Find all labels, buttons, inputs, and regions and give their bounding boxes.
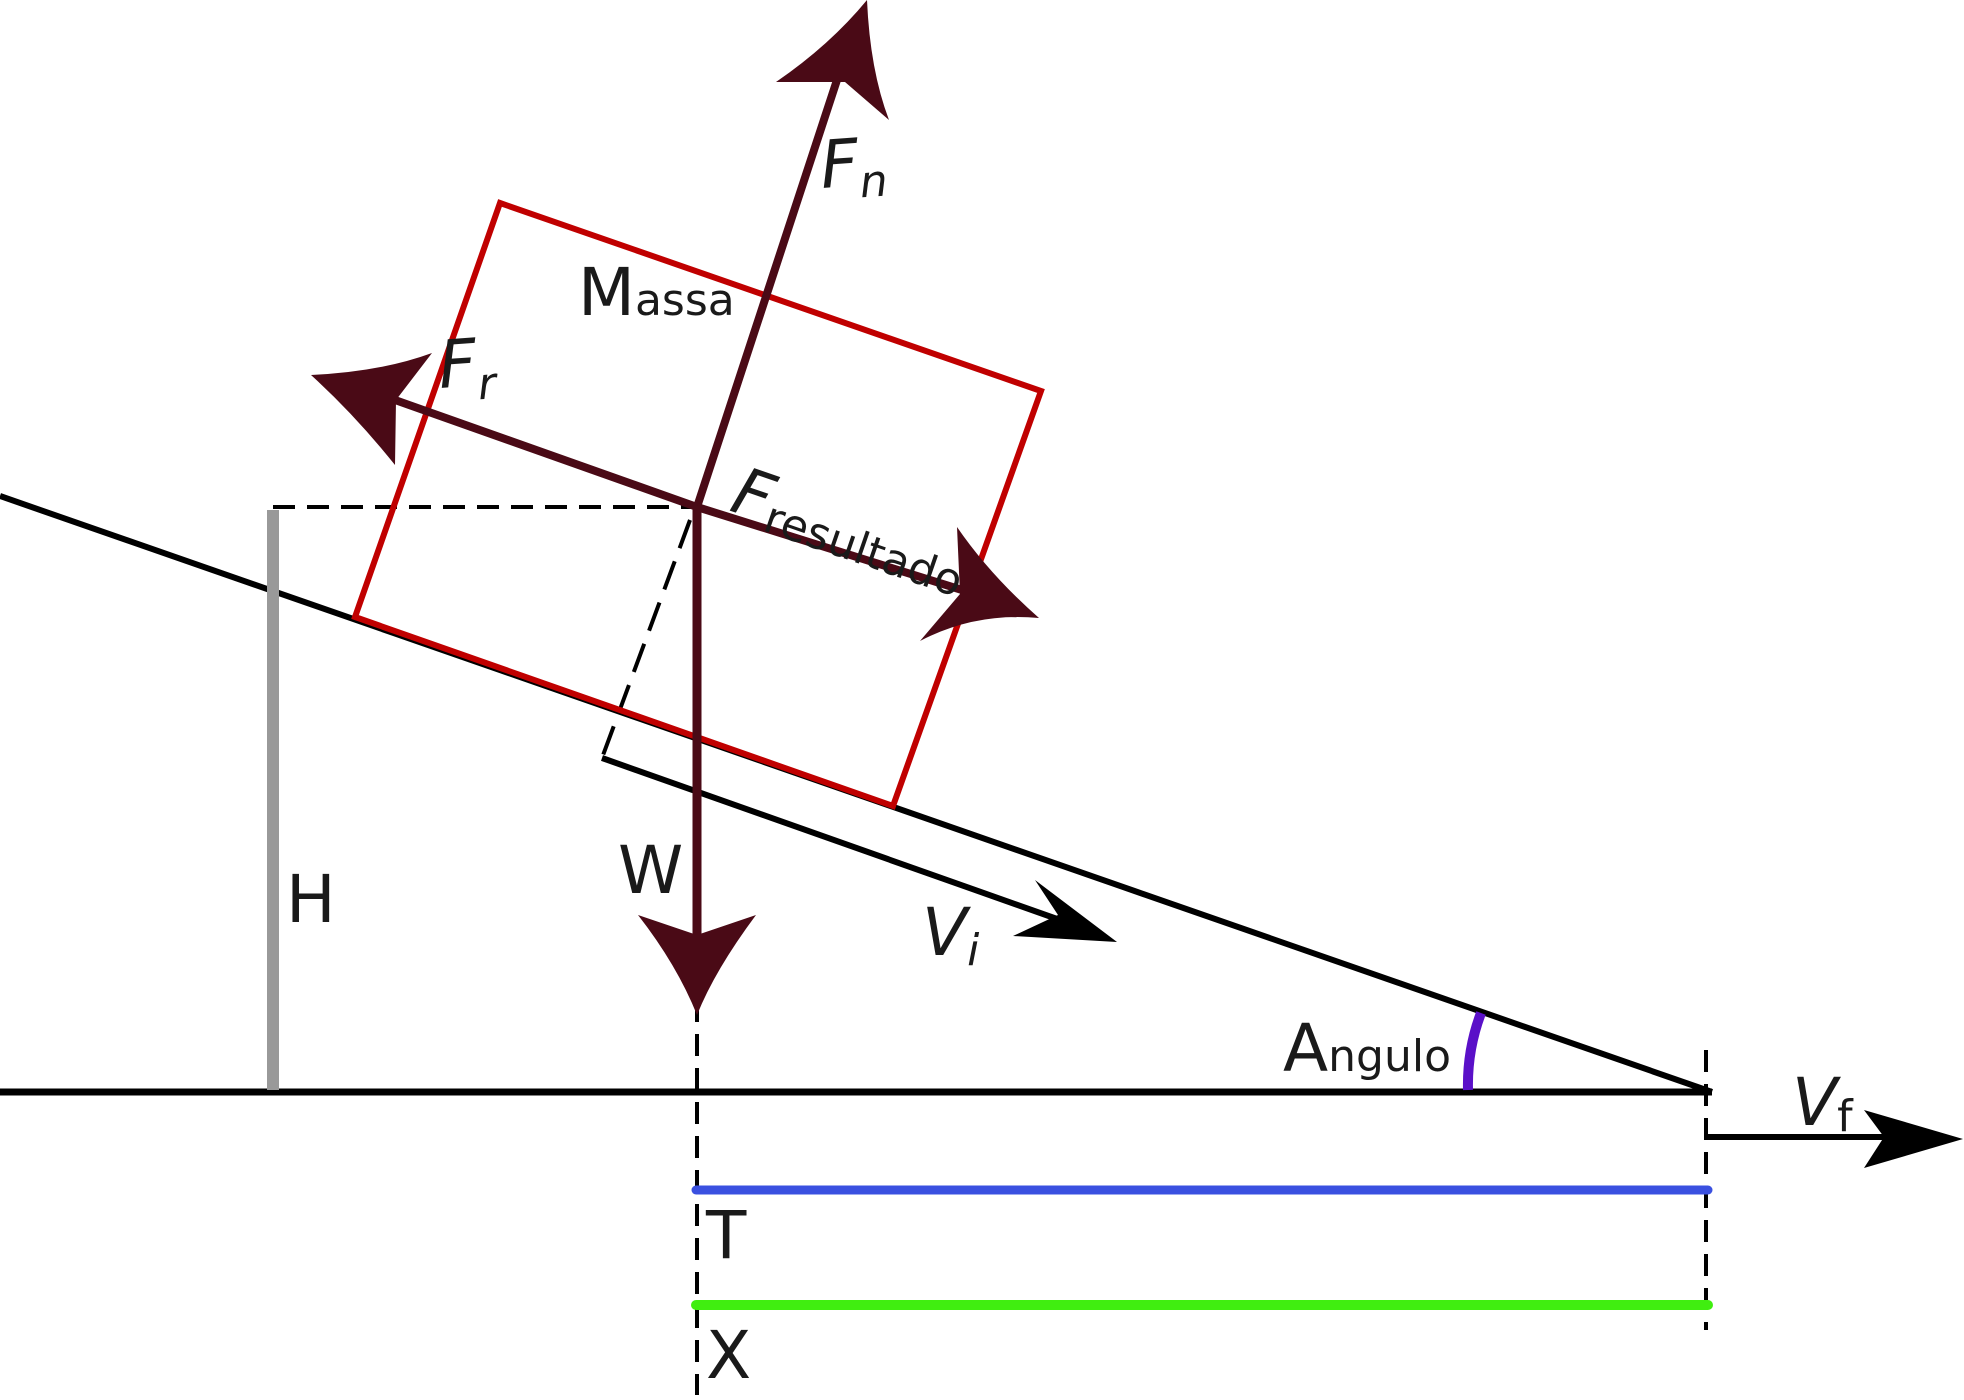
label-massa: Massa	[578, 254, 735, 331]
vf-arrowhead	[1864, 1110, 1963, 1168]
label-x: X	[706, 1317, 751, 1394]
fn-arrowhead	[776, 0, 889, 120]
label-w: W	[618, 832, 683, 909]
label-vi: Vi	[922, 894, 980, 976]
fresultado-arrowhead	[920, 527, 1039, 641]
fr-vector	[393, 396, 699, 511]
label-vf: Vf	[1792, 1064, 1854, 1142]
label-fr: Fr	[436, 323, 501, 413]
angle-arc	[1462, 1011, 1486, 1091]
label-fresultado: Fresultado	[722, 452, 979, 607]
label-h: H	[286, 861, 336, 938]
vi-vector	[600, 755, 1062, 923]
vi-arrowhead	[1013, 880, 1117, 942]
fn-vector	[693, 78, 841, 509]
mass-block	[351, 199, 1045, 810]
label-angulo: Angulo	[1283, 1010, 1451, 1087]
label-t: T	[705, 1197, 747, 1274]
fresultado-vector	[695, 503, 964, 594]
fr-arrowhead	[311, 353, 432, 465]
label-fn: Fn	[818, 123, 890, 211]
w-arrowhead	[638, 915, 756, 1015]
